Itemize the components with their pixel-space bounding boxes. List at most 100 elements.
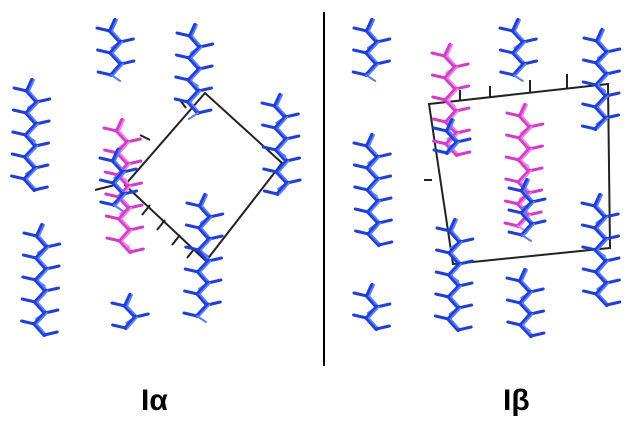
bond — [581, 267, 598, 274]
bond — [35, 234, 49, 249]
bond — [516, 169, 531, 184]
bond — [520, 222, 534, 237]
bond — [377, 240, 394, 247]
bond — [112, 63, 124, 76]
bond — [96, 70, 113, 77]
bond — [364, 305, 379, 320]
bond — [126, 316, 139, 329]
bond — [451, 219, 458, 232]
bond — [23, 155, 37, 170]
bond — [38, 224, 45, 237]
molecule-chains-beta — [351, 18, 622, 338]
bond — [511, 18, 520, 33]
bond — [24, 111, 39, 126]
bond — [605, 300, 622, 307]
bond — [517, 147, 532, 162]
bond — [364, 51, 379, 66]
bond — [35, 223, 44, 238]
bond — [443, 54, 458, 69]
bond — [505, 111, 522, 118]
bond — [111, 159, 126, 174]
molecule-chain — [20, 223, 62, 337]
bond — [433, 314, 450, 321]
bond — [23, 122, 39, 137]
bond — [174, 53, 191, 60]
bond — [511, 51, 526, 66]
bond — [529, 331, 546, 338]
bond — [364, 62, 379, 77]
bond — [33, 267, 49, 282]
bond — [351, 70, 368, 77]
bond — [580, 124, 597, 131]
bond — [126, 294, 133, 307]
bond — [593, 116, 608, 131]
bond — [277, 160, 290, 173]
bond — [199, 260, 212, 273]
bond — [123, 315, 138, 330]
bond — [278, 182, 291, 195]
bond — [200, 216, 213, 229]
cell-tick — [139, 134, 151, 141]
bond — [520, 200, 534, 215]
bond — [26, 123, 40, 136]
bond — [108, 40, 123, 55]
bond — [26, 145, 39, 158]
molecule-chain — [110, 293, 150, 330]
bond — [365, 177, 380, 192]
bond — [518, 312, 533, 327]
bond — [368, 284, 375, 297]
bond — [369, 233, 382, 246]
bond — [518, 279, 533, 294]
bond — [191, 24, 198, 37]
bond — [365, 144, 380, 159]
bond — [523, 179, 530, 192]
bond — [368, 19, 375, 32]
bond — [507, 208, 524, 215]
bond — [102, 126, 119, 133]
bond — [189, 90, 202, 103]
unit-cell-beta — [424, 74, 612, 266]
bond — [520, 211, 534, 226]
bond — [596, 238, 609, 251]
bond — [446, 284, 461, 299]
bond — [195, 292, 210, 307]
bond — [95, 26, 112, 33]
bond — [353, 185, 370, 192]
bond — [262, 167, 279, 174]
bond — [582, 58, 599, 65]
bond — [22, 177, 37, 192]
bond — [446, 66, 459, 79]
bond — [430, 51, 447, 58]
bond — [276, 94, 283, 107]
bond — [445, 118, 454, 133]
bond — [435, 248, 452, 255]
bond — [366, 232, 381, 247]
bond — [118, 228, 132, 243]
bond — [445, 140, 459, 155]
bond — [503, 199, 520, 206]
cell-tick — [171, 234, 181, 246]
bond — [518, 114, 532, 129]
cell-tick — [156, 219, 166, 231]
bond — [506, 320, 523, 327]
bond — [123, 293, 132, 308]
bond — [111, 323, 128, 330]
bond — [117, 217, 132, 232]
bond — [365, 155, 380, 170]
bond — [597, 282, 610, 295]
bond — [186, 67, 202, 82]
bond — [277, 138, 289, 151]
bond — [365, 166, 380, 181]
bond — [594, 281, 609, 296]
bond — [507, 230, 524, 237]
cell-tick — [94, 184, 116, 191]
bond — [367, 306, 380, 319]
bond — [445, 129, 459, 144]
bond — [443, 98, 458, 113]
bond — [36, 290, 49, 303]
bond — [187, 56, 202, 71]
bond — [596, 216, 609, 229]
molecule-chain — [10, 78, 52, 192]
bond — [33, 289, 48, 304]
bond — [498, 26, 515, 33]
